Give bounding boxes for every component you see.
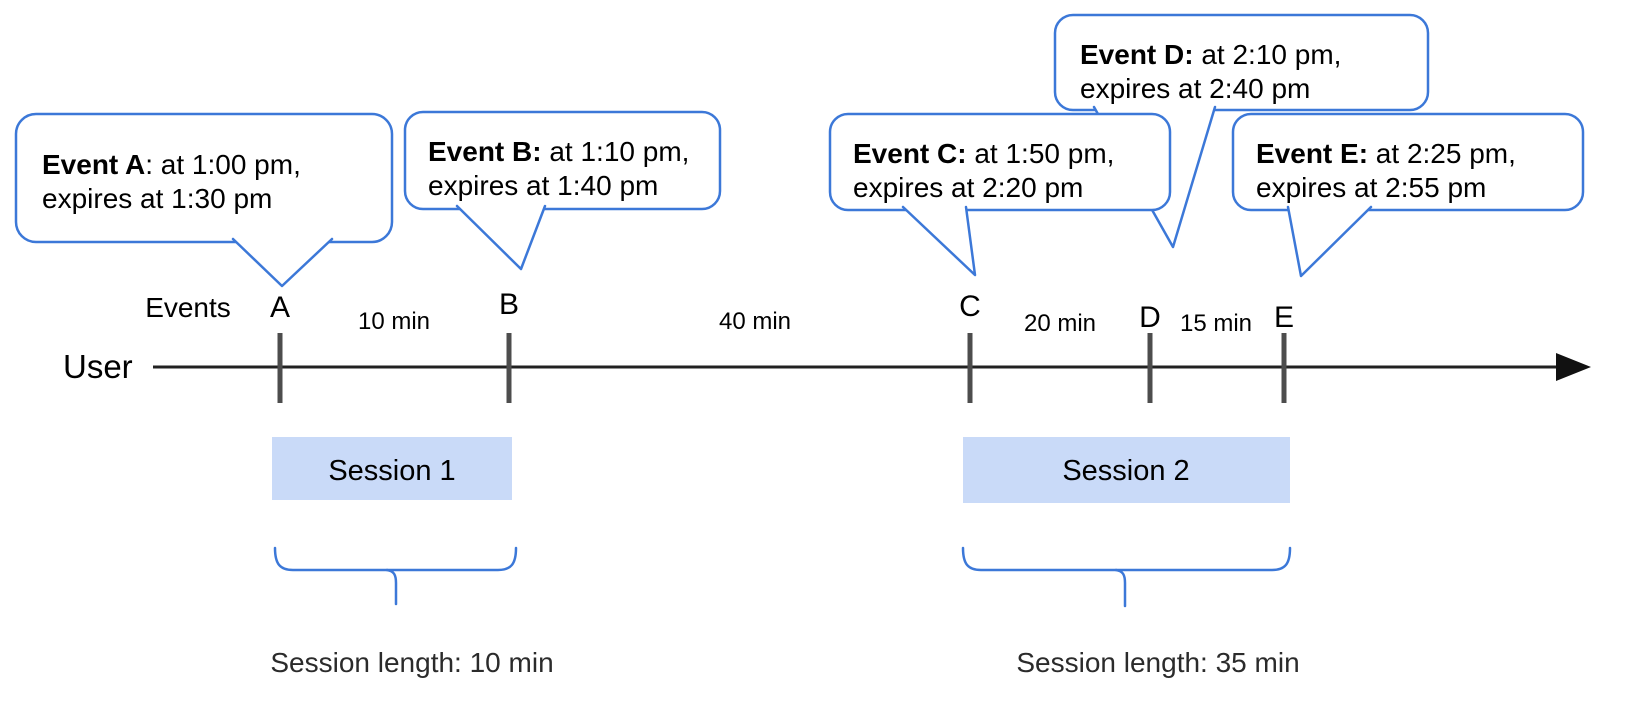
event-d-time: at 2:10 pm, <box>1194 39 1342 70</box>
interval-label-d-e: 15 min <box>1180 310 1252 337</box>
event-d-callout-line2: expires at 2:40 pm <box>1080 73 1310 104</box>
session-2: Session 2 Session length: 35 min <box>961 437 1300 678</box>
session-1-brace <box>273 546 518 572</box>
session-2-label: Session 2 <box>1062 455 1189 487</box>
event-d-callout: Event D: at 2:10 pm, expires at 2:40 pm <box>1053 13 1430 249</box>
user-timeline: User Events A B C D E 10 min 40 min 20 m… <box>63 288 1591 403</box>
event-d-callout-bubble <box>1053 13 1430 112</box>
event-a-callout-tail <box>231 237 334 288</box>
session-1-length-label: Session length: 10 min <box>270 647 553 678</box>
event-a-callout: Event A: at 1:00 pm, expires at 1:30 pm <box>14 112 394 288</box>
user-axis-label: User <box>63 348 133 385</box>
event-c-callout: Event C: at 1:50 pm, expires at 2:20 pm <box>828 112 1172 277</box>
interval-label-b-c: 40 min <box>719 308 791 335</box>
event-b-time: at 1:10 pm, <box>542 136 690 167</box>
event-a-callout-line2: expires at 1:30 pm <box>42 183 272 214</box>
event-letter-a: A <box>270 291 290 324</box>
event-d-name: Event D: <box>1080 39 1194 70</box>
event-a-time: : at 1:00 pm, <box>145 149 301 180</box>
event-letter-c: C <box>959 290 981 323</box>
event-b-callout-line1: Event B: at 1:10 pm, <box>428 136 689 167</box>
event-c-callout-tail <box>901 205 977 277</box>
event-d-callout-line1: Event D: at 2:10 pm, <box>1080 39 1341 70</box>
event-a-callout-bubble <box>14 112 394 244</box>
event-e-callout-tail <box>1286 205 1373 278</box>
interval-label-c-d: 20 min <box>1024 310 1096 337</box>
session-1-label: Session 1 <box>328 455 455 487</box>
session-1-brace-stem <box>385 568 398 606</box>
event-b-callout-bubble <box>403 110 722 211</box>
event-letter-e: E <box>1274 301 1294 334</box>
event-b-name: Event B: <box>428 136 542 167</box>
event-e-time: at 2:25 pm, <box>1368 138 1516 169</box>
event-e-name: Event E: <box>1256 138 1368 169</box>
event-c-callout-bubble <box>828 112 1172 212</box>
event-a-callout-line1: Event A: at 1:00 pm, <box>42 149 301 180</box>
session-2-bar <box>963 437 1290 503</box>
event-e-callout-line2: expires at 2:55 pm <box>1256 172 1486 203</box>
event-e-callout: Event E: at 2:25 pm, expires at 2:55 pm <box>1231 112 1585 278</box>
event-c-callout-line2: expires at 2:20 pm <box>853 172 1083 203</box>
event-c-time: at 1:50 pm, <box>967 138 1115 169</box>
session-1: Session 1 Session length: 10 min <box>270 437 554 678</box>
event-e-callout-bubble <box>1231 112 1585 212</box>
event-e-callout-line1: Event E: at 2:25 pm, <box>1256 138 1516 169</box>
event-b-callout-tail <box>455 204 547 271</box>
session-1-bar <box>272 437 512 500</box>
event-b-callout-line2: expires at 1:40 pm <box>428 170 658 201</box>
session-2-length-label: Session length: 35 min <box>1016 647 1299 678</box>
user-axis-arrowhead <box>1556 353 1591 381</box>
event-letter-b: B <box>499 288 519 321</box>
events-row-label: Events <box>145 292 231 323</box>
event-letter-d: D <box>1139 301 1161 334</box>
interval-label-a-b: 10 min <box>358 308 430 335</box>
event-a-name: Event A <box>42 149 145 180</box>
event-c-name: Event C: <box>853 138 967 169</box>
event-b-callout: Event B: at 1:10 pm, expires at 1:40 pm <box>403 110 722 271</box>
session-2-brace-stem <box>1114 568 1127 608</box>
event-c-callout-line1: Event C: at 1:50 pm, <box>853 138 1114 169</box>
session-2-brace <box>961 546 1292 572</box>
